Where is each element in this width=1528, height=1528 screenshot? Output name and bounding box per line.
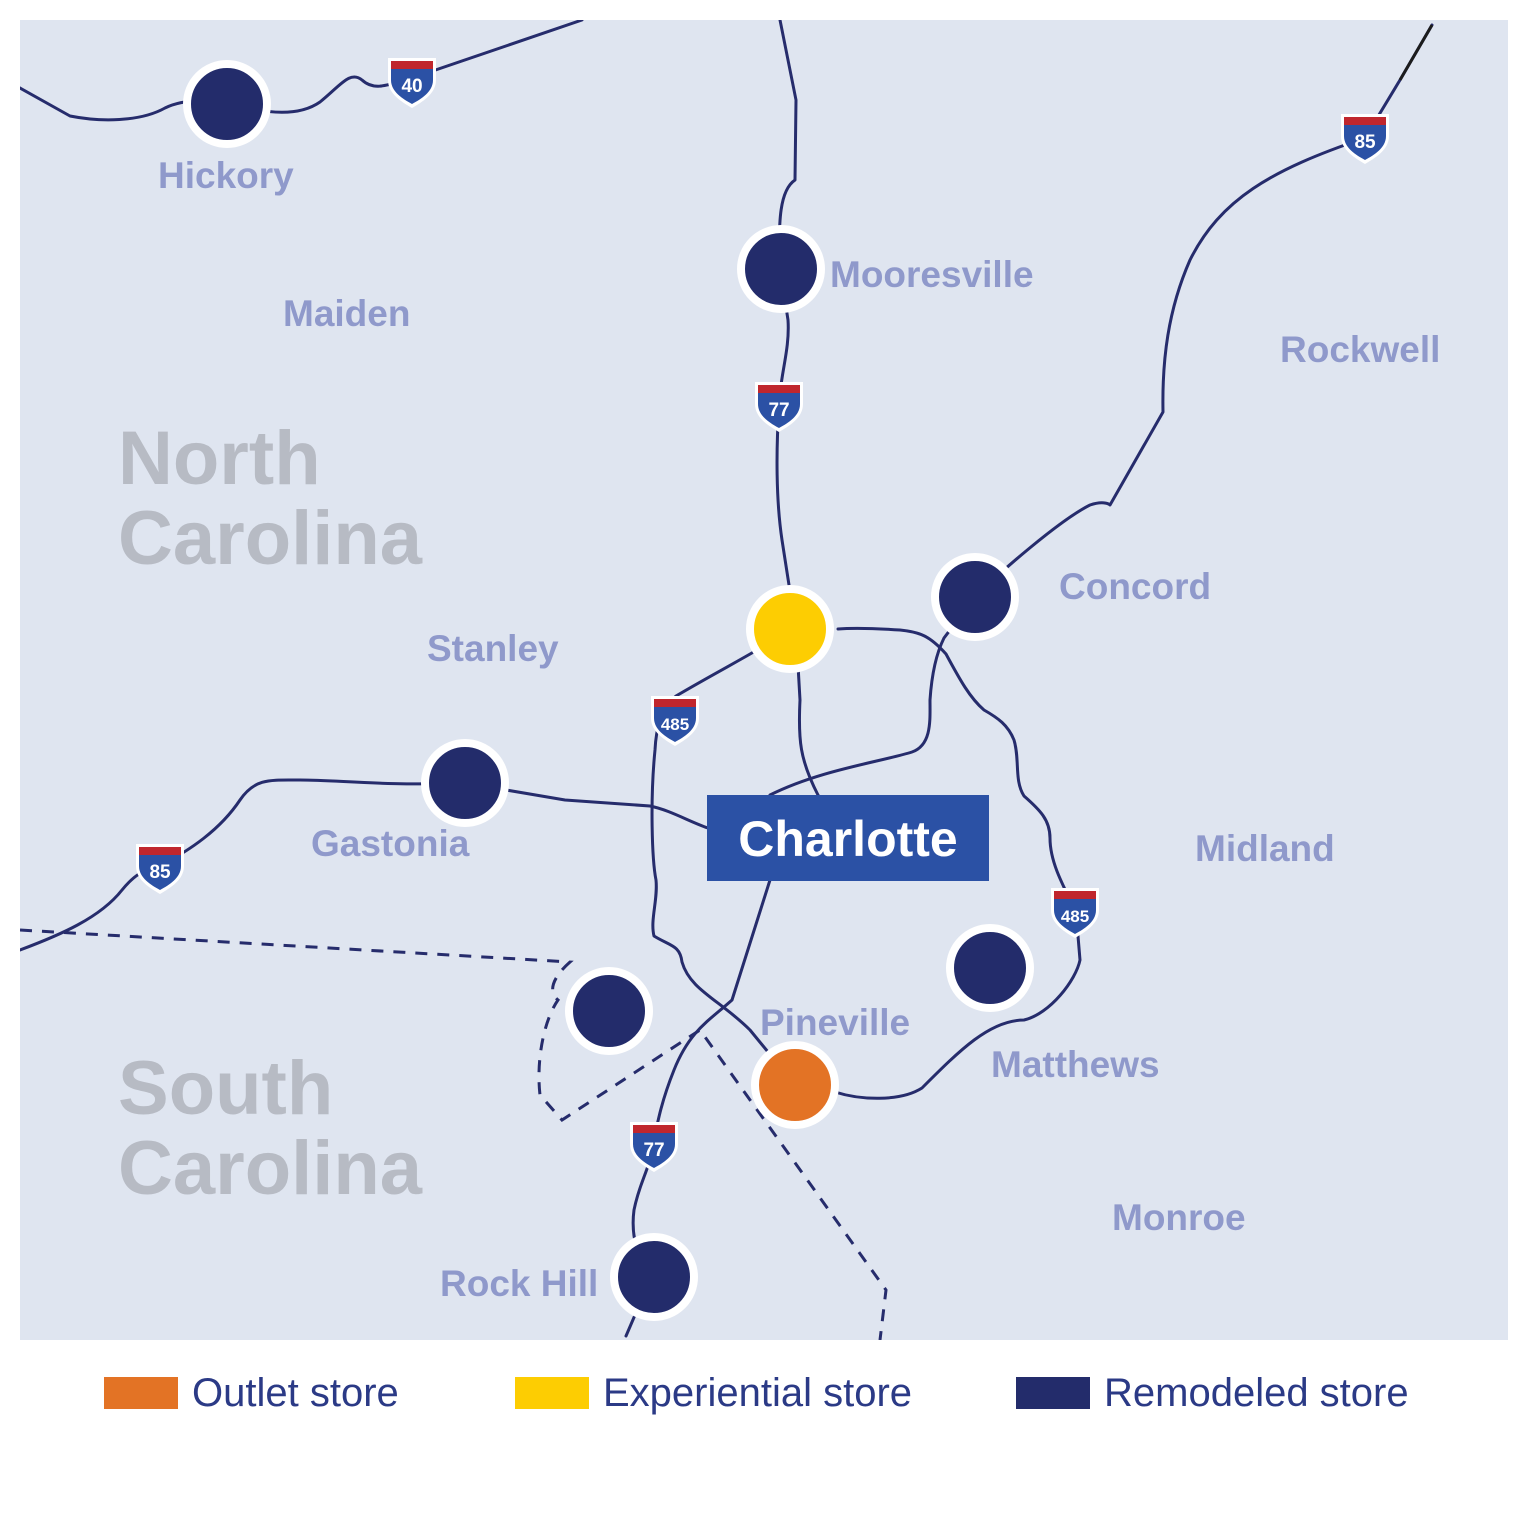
legend-swatch-remodeled — [1016, 1377, 1090, 1409]
shield-i85-ne-icon: 85 — [1341, 114, 1389, 164]
svg-text:85: 85 — [149, 862, 171, 883]
store-marker-south-charlotte[interactable] — [565, 967, 653, 1055]
town-gastonia: Gastonia — [311, 823, 470, 864]
svg-text:85: 85 — [1354, 132, 1376, 153]
town-pineville: Pineville — [760, 1002, 910, 1043]
town-concord: Concord — [1059, 566, 1211, 607]
store-marker-charlotte-north[interactable] — [746, 585, 834, 673]
road-i85-ne-2 — [768, 23, 1434, 797]
store-marker-mooresville[interactable] — [737, 225, 825, 313]
town-stanley: Stanley — [427, 628, 559, 669]
legend-swatch-outlet — [104, 1377, 178, 1409]
svg-text:77: 77 — [768, 400, 789, 421]
legend-item-experiential: Experiential store — [515, 1368, 912, 1418]
store-markers — [183, 60, 1034, 1321]
store-marker-concord[interactable] — [931, 553, 1019, 641]
road-i485-loop — [650, 626, 1082, 1100]
shield-i77-north-icon: 77 — [755, 382, 803, 432]
store-marker-pineville[interactable] — [751, 1041, 839, 1129]
shield-i40-icon: 40 — [388, 58, 436, 108]
shield-i485-east-icon: 485 — [1051, 888, 1099, 938]
store-marker-rock-hill[interactable] — [610, 1233, 698, 1321]
store-marker-gastonia[interactable] — [421, 739, 509, 827]
town-midland: Midland — [1195, 828, 1335, 869]
svg-text:40: 40 — [401, 76, 422, 97]
state-sc-line2: Carolina — [118, 1126, 423, 1211]
town-rockwell: Rockwell — [1280, 329, 1440, 370]
state-labels: North Carolina South Carolina — [118, 416, 423, 1211]
legend-label-outlet: Outlet store — [192, 1370, 399, 1415]
store-marker-hickory[interactable] — [183, 60, 271, 148]
town-maiden: Maiden — [283, 293, 410, 334]
state-sc-line1: South — [118, 1046, 333, 1131]
legend-swatch-experiential — [515, 1377, 589, 1409]
state-nc-line2: Carolina — [118, 496, 423, 581]
store-marker-matthews[interactable] — [946, 924, 1034, 1012]
road-i40 — [20, 20, 584, 122]
highway-shields: 40 85 77 485 85 485 77 — [136, 58, 1389, 1172]
town-labels: Hickory Mooresville Maiden Rockwell Conc… — [158, 155, 1440, 1304]
shield-i85-west-icon: 85 — [136, 844, 184, 894]
legend-label-remodeled: Remodeled store — [1104, 1370, 1409, 1415]
shield-i77-south-icon: 77 — [630, 1122, 678, 1172]
town-hickory: Hickory — [158, 155, 294, 196]
town-matthews: Matthews — [991, 1044, 1160, 1085]
svg-text:485: 485 — [661, 715, 689, 734]
svg-text:77: 77 — [643, 1140, 664, 1161]
legend-item-outlet: Outlet store — [104, 1368, 399, 1418]
legend-label-experiential: Experiential store — [603, 1370, 913, 1415]
town-rock-hill: Rock Hill — [440, 1263, 598, 1304]
town-monroe: Monroe — [1112, 1197, 1246, 1238]
city-box — [707, 795, 989, 881]
city-label: Charlotte — [738, 811, 957, 867]
state-nc-line1: North — [118, 416, 321, 501]
city-charlotte: Charlotte — [707, 795, 989, 881]
legend: Outlet store Experiential store Remodele… — [0, 1368, 1528, 1428]
shield-i485-west-icon: 485 — [651, 696, 699, 746]
town-mooresville: Mooresville — [830, 254, 1034, 295]
legend-item-remodeled: Remodeled store — [1016, 1368, 1409, 1418]
svg-text:485: 485 — [1061, 907, 1089, 926]
